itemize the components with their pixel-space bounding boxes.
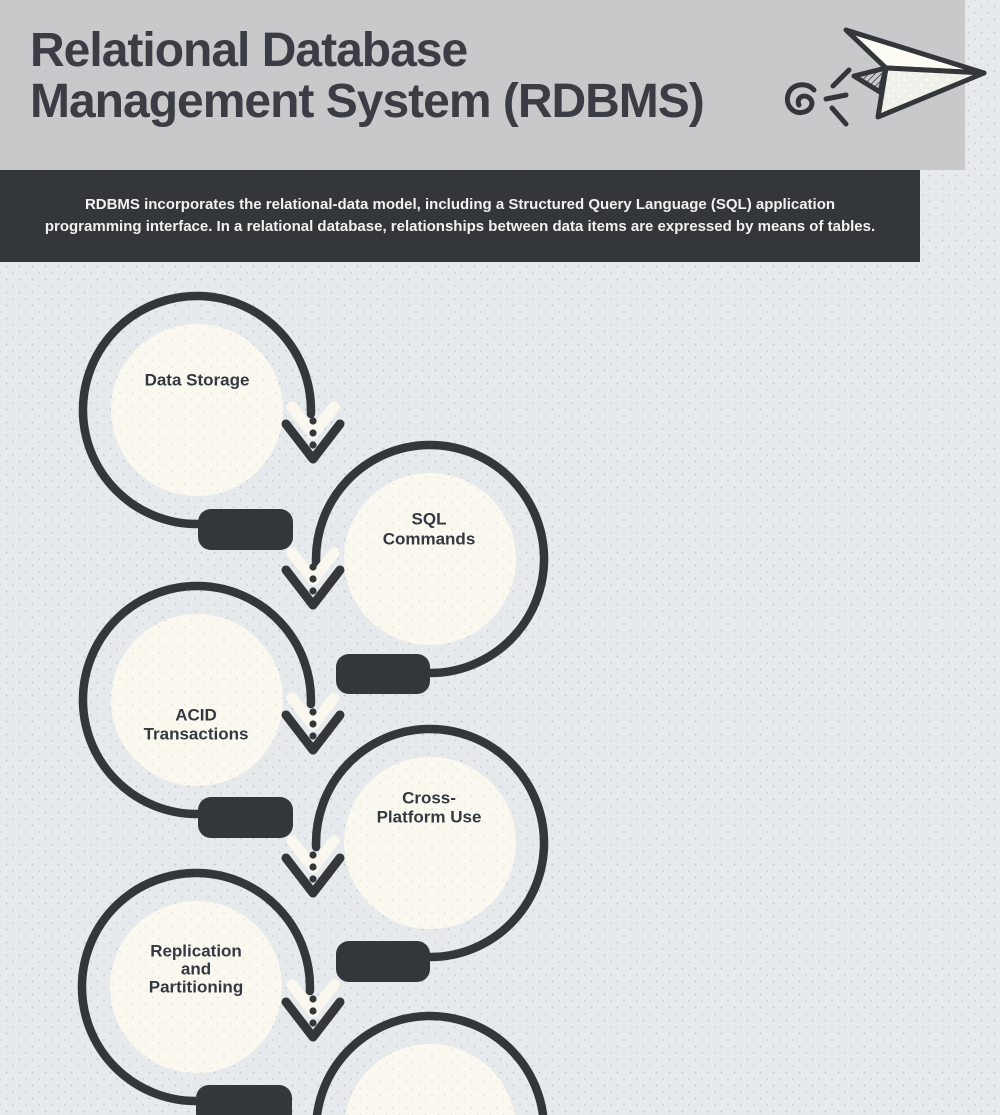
node-label-line: Commands (383, 530, 476, 549)
arrow-dot (309, 708, 317, 716)
node-circle (344, 473, 516, 645)
arrow-dot (309, 732, 317, 740)
node-label-line: Cross- (402, 789, 456, 808)
loop-arrow-ring (77, 868, 315, 1106)
flow-node-cross-platform-use: Cross- Platform Use (311, 724, 549, 982)
arrow-dot (309, 417, 317, 425)
dotted-chevron-down-icon (281, 547, 345, 610)
loop-arrow-ring (78, 291, 316, 529)
arrow-dot (309, 863, 317, 871)
node-circle (345, 1044, 515, 1115)
dotted-chevron-down-icon (281, 835, 345, 898)
flow-node-acid-transactions: ACID Transactions (78, 581, 316, 838)
intro-banner-text: RDBMS incorporates the relational-data m… (44, 195, 876, 236)
node-label-line: Partitioning (149, 978, 243, 997)
node-circle (110, 901, 282, 1073)
motion-dash-bottom (829, 105, 849, 127)
page-title: Relational Database Management System (R… (30, 24, 705, 128)
arrow-dot (309, 575, 317, 583)
plane-lower-wing (875, 65, 987, 120)
node-pill (198, 797, 293, 838)
chevron (281, 997, 345, 1042)
loop-arrow-ring (312, 1011, 548, 1115)
node-label-line: Data Storage (145, 371, 250, 390)
dotted-chevron-down-icon (281, 401, 345, 464)
arrow-dot (309, 851, 317, 859)
node-label-line: Platform Use (377, 808, 482, 827)
chevron (281, 853, 345, 898)
flow-node-replication-and-partitioning: Replication and Partitioning (77, 868, 315, 1115)
node-label-line: ACID (175, 706, 217, 725)
arrow-dot (309, 875, 317, 883)
arrow-dot (309, 429, 317, 437)
flow-node-sql-commands: SQL Commands (311, 440, 549, 694)
node-circle (111, 324, 283, 496)
arrow-dot (309, 1019, 317, 1027)
title-line-2: Management System (RDBMS) (30, 75, 705, 128)
flow-node-data-storage: Data Storage (78, 291, 316, 550)
flow-node-partial-bottom (312, 1011, 548, 1115)
node-pill (336, 654, 430, 694)
node-pill (336, 941, 430, 982)
loop-arrow-ring (311, 724, 549, 962)
node-pill (198, 509, 293, 550)
arrow-dot (309, 720, 317, 728)
arrow-dot (309, 563, 317, 571)
loop-arrow-ring (311, 440, 549, 678)
arrow-dot (309, 995, 317, 1003)
node-pill (196, 1085, 292, 1115)
arrow-dot (309, 1007, 317, 1015)
node-circle (111, 614, 283, 786)
chevron (281, 565, 345, 610)
swirl-doodle (784, 82, 817, 116)
dotted-chevron-down-icon (281, 979, 345, 1042)
node-label-line: Replication (150, 942, 242, 961)
chevron (281, 710, 345, 755)
paper-plane-doodle-icon (784, 27, 987, 127)
node-label-line: Transactions (144, 725, 249, 744)
title-line-1: Relational Database (30, 24, 468, 77)
dotted-chevron-down-icon (281, 692, 345, 755)
motion-dash-top (830, 67, 852, 89)
arrow-dot (309, 587, 317, 595)
arrow-dot (309, 441, 317, 449)
chevron (281, 419, 345, 464)
node-label-line: and (181, 960, 211, 979)
loop-arrow-ring (78, 581, 316, 819)
plane-upper-wing (843, 27, 987, 76)
intro-banner: RDBMS incorporates the relational-data m… (0, 170, 920, 262)
node-circle (344, 757, 516, 929)
motion-dash-middle (823, 92, 849, 102)
node-label-line: SQL (412, 510, 447, 529)
